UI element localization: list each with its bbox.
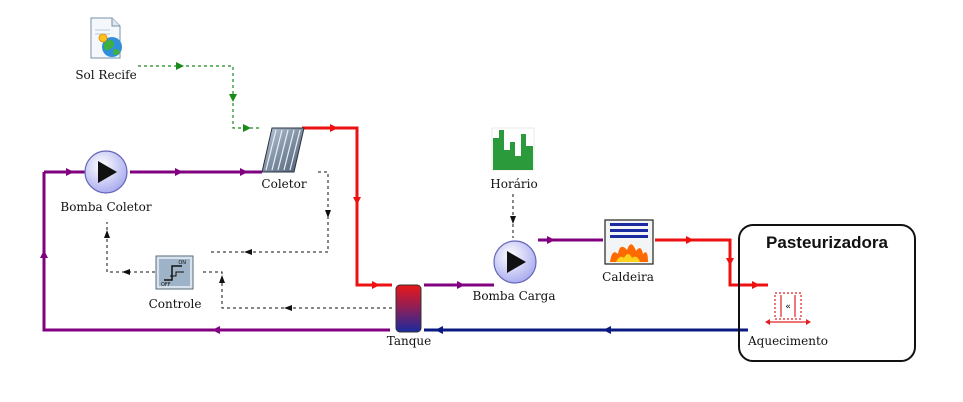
heat-exchanger-icon: « (765, 292, 811, 325)
control-link-arrows (104, 210, 516, 311)
weather-link-arrow (229, 94, 237, 102)
bomba-carga-label: Bomba Carga (473, 289, 556, 303)
bomba-coletor-node[interactable]: Bomba Coletor (60, 150, 152, 214)
caldeira-label: Caldeira (602, 270, 654, 284)
controle-node[interactable]: ON OFF Controle (149, 255, 202, 311)
controle-label: Controle (149, 297, 202, 311)
aquecimento-node[interactable]: « Aquecimento (747, 292, 828, 348)
aquecimento-label: Aquecimento (747, 334, 828, 348)
coletor-label: Coletor (261, 177, 306, 191)
coletor-node[interactable]: Coletor (261, 127, 307, 191)
horario-node[interactable]: Horário (490, 127, 538, 191)
tanque-label: Tanque (387, 334, 431, 348)
horario-label: Horário (490, 177, 537, 191)
pump-icon (493, 240, 537, 284)
weather-link-arrow (176, 62, 184, 70)
pasteurizadora-title: Pasteurizadora (766, 233, 888, 252)
sol-recife-label: Sol Recife (75, 68, 136, 82)
pasteurizadora-box[interactable] (738, 224, 916, 362)
solar-collector-icon (261, 127, 305, 173)
tanque-node[interactable]: Tanque (387, 284, 431, 348)
on-off-controller-icon: ON OFF (155, 255, 194, 290)
schedule-chart-icon (491, 127, 535, 171)
sol-recife-node[interactable]: Sol Recife (75, 17, 137, 82)
pipe-tank-return (42, 172, 390, 332)
storage-tank-icon (395, 284, 422, 333)
weather-link (138, 65, 262, 129)
bomba-carga-node[interactable]: Bomba Carga (473, 240, 556, 303)
weather-file-icon (90, 17, 122, 59)
weather-link-arrow (243, 124, 251, 132)
svg-text:«: « (785, 302, 791, 312)
boiler-flame-icon (604, 219, 654, 265)
bomba-coletor-label: Bomba Coletor (60, 200, 151, 214)
svg-text:OFF: OFF (161, 282, 171, 288)
flow-arrows (40, 124, 760, 334)
caldeira-node[interactable]: Caldeira (602, 219, 654, 284)
pump-icon (84, 150, 128, 194)
pipe-boiler-to-heater (655, 238, 768, 287)
pipe-collector-to-tank (302, 126, 392, 287)
svg-text:ON: ON (178, 260, 186, 266)
